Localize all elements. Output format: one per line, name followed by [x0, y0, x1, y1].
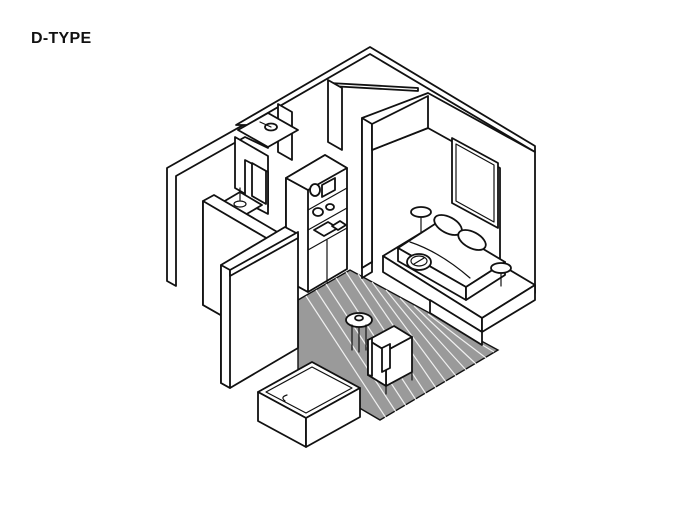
side-table	[345, 312, 373, 353]
armchair	[367, 325, 413, 395]
wall-picture-frame	[451, 137, 499, 229]
pillow-right	[457, 229, 487, 251]
nightstand-right	[490, 262, 512, 287]
page-title: D-TYPE	[31, 30, 92, 47]
bed-tray	[406, 253, 432, 271]
front-partition-wall	[220, 226, 299, 389]
bedroom-front-edge	[361, 261, 373, 279]
mirror	[251, 162, 267, 205]
nightstand-left	[410, 206, 432, 233]
shower-head	[237, 112, 299, 148]
bathtub	[257, 361, 361, 448]
